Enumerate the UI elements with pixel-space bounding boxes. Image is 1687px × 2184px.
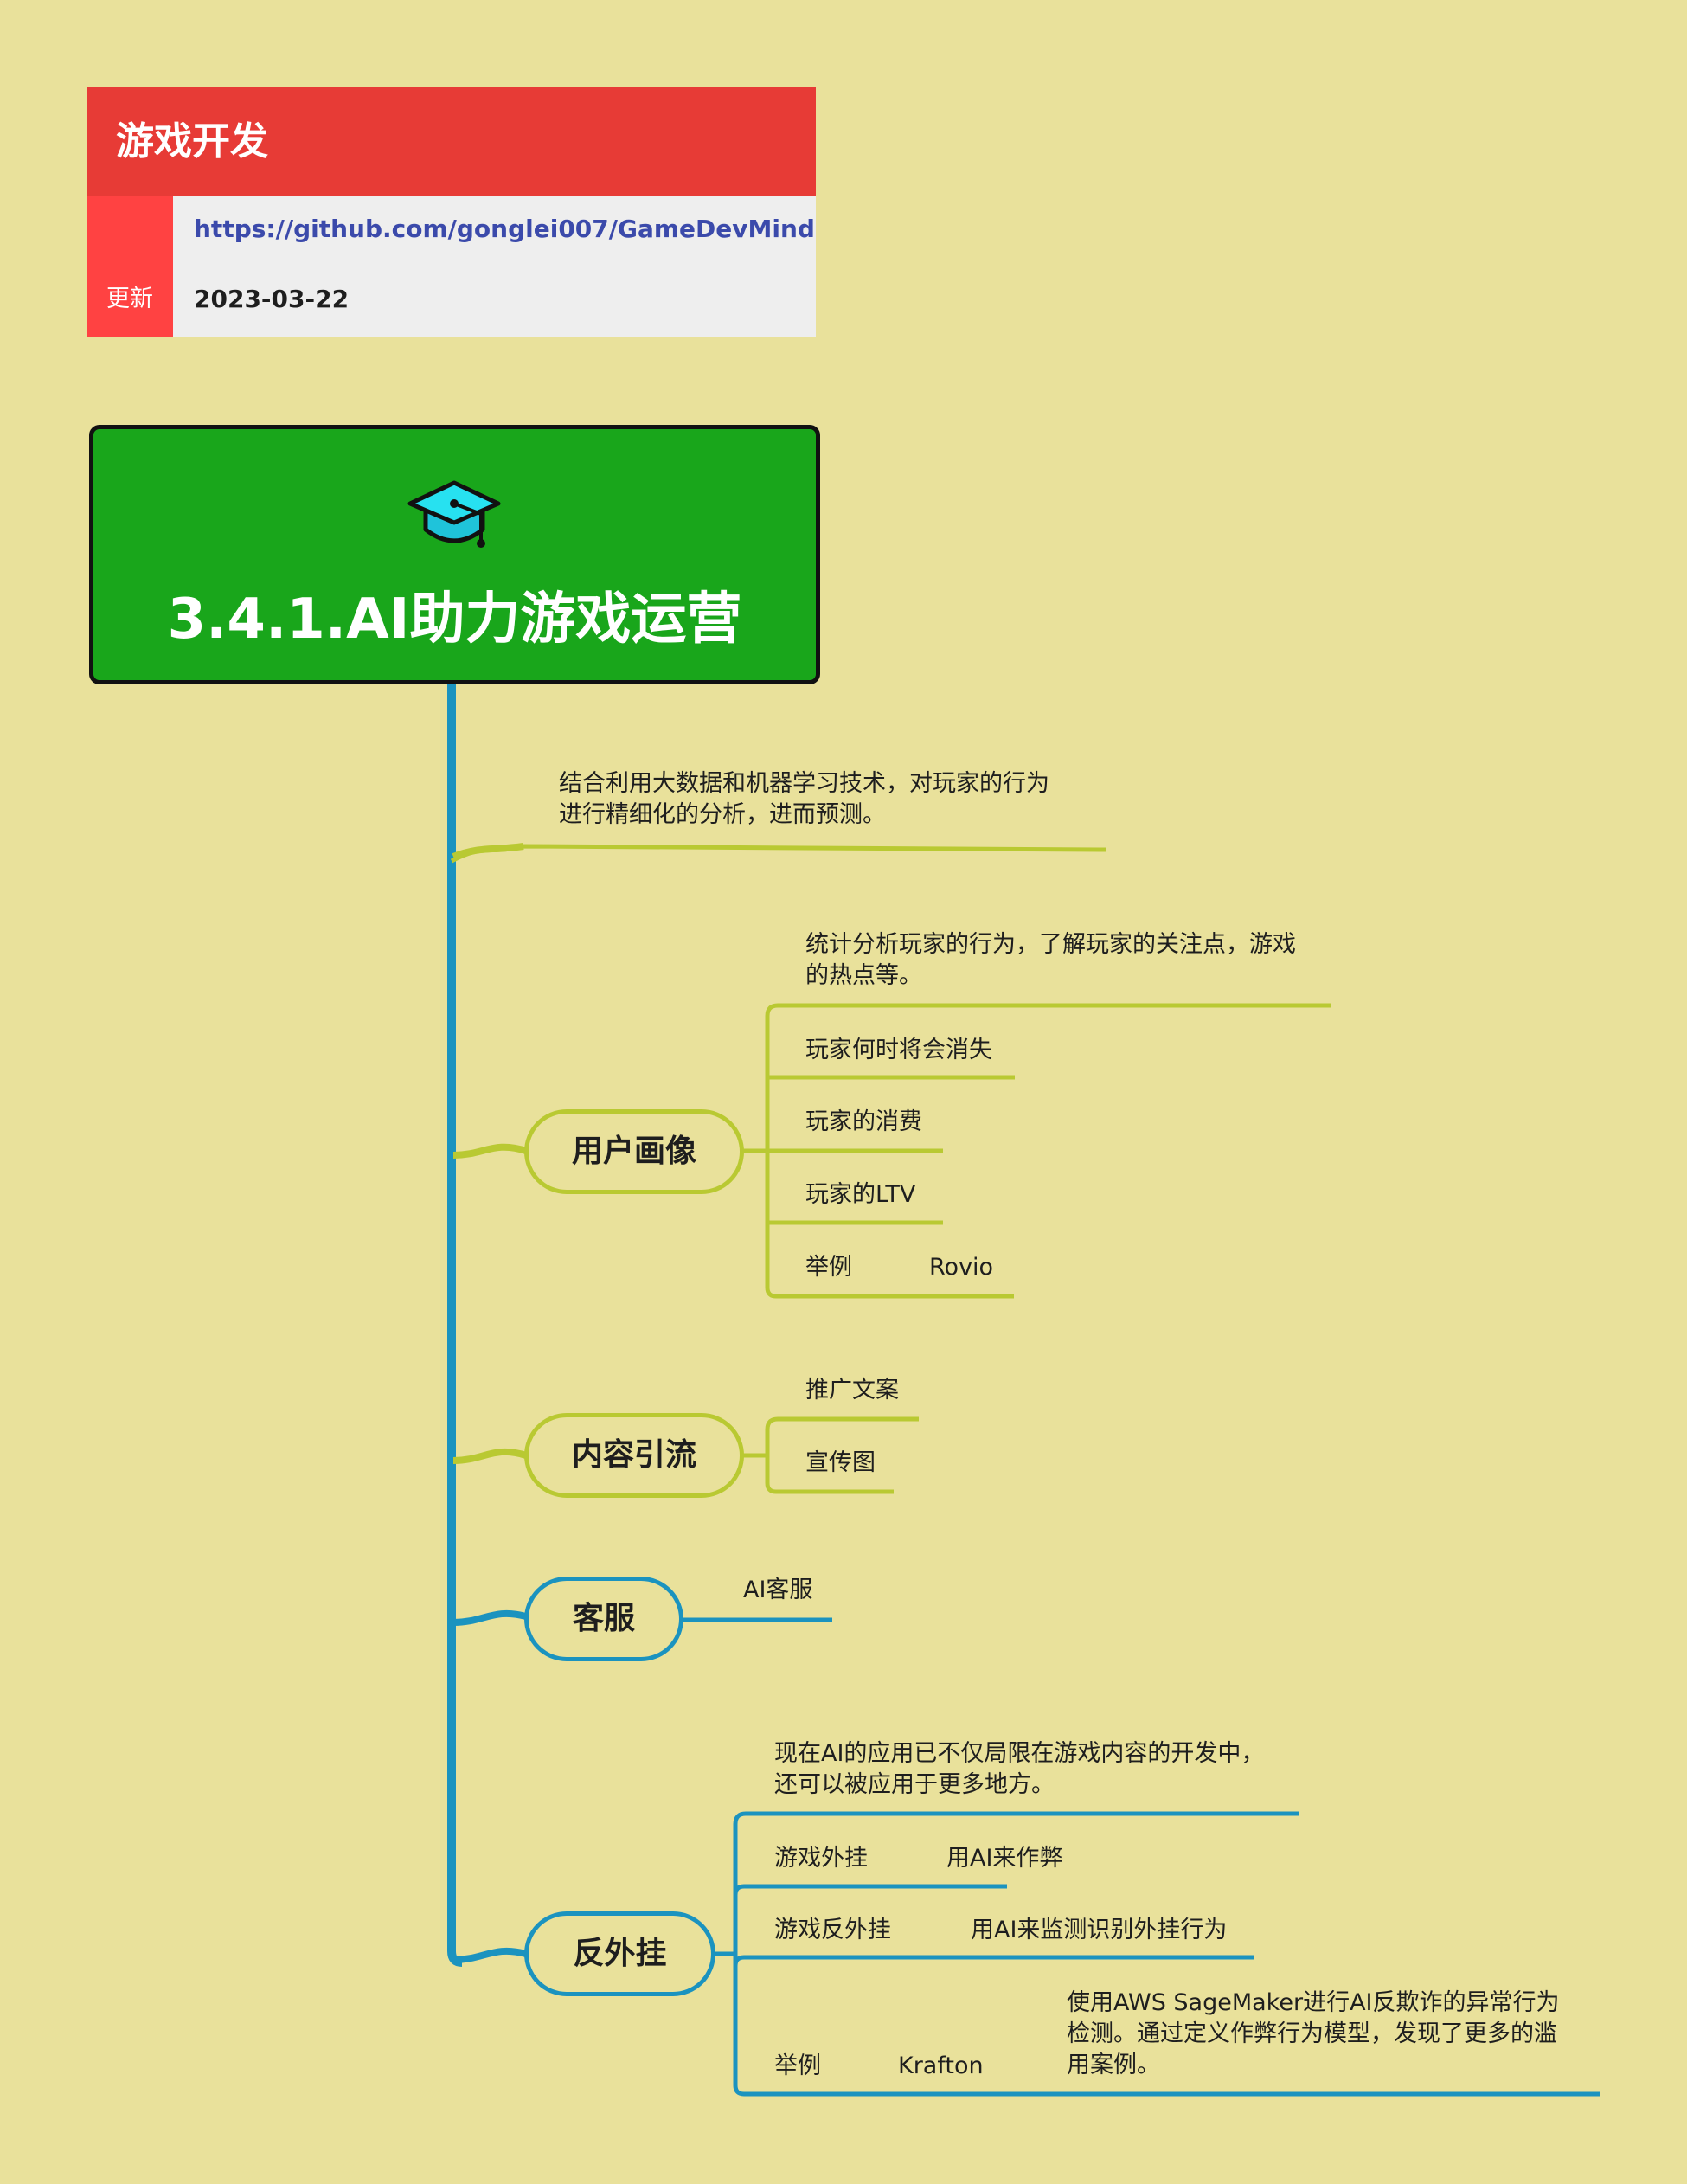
anticheat-note-2: 还可以被应用于更多地方。 xyxy=(774,1771,1055,1798)
branch-anticheat[interactable]: 反外挂 xyxy=(524,1911,715,1996)
anticheat-example-value[interactable]: Krafton xyxy=(898,2052,984,2079)
anticheat-example-note-1: 使用AWS SageMaker进行AI反欺诈的异常行为 xyxy=(1067,1989,1560,2016)
header-link[interactable]: https://github.com/gonglei007/GameDevMin… xyxy=(173,196,816,262)
header-update-label: 更新 xyxy=(87,262,173,337)
anticheat-example-label[interactable]: 举例 xyxy=(774,2052,821,2079)
anticheat-cheat-label[interactable]: 游戏外挂 xyxy=(774,1845,868,1872)
anticheat-example-note-2: 检测。通过定义作弊行为模型，发现了更多的滥 xyxy=(1067,2020,1557,2047)
anticheat-example-note-3: 用案例。 xyxy=(1067,2052,1160,2078)
user-profile-item[interactable]: 玩家的消费 xyxy=(805,1108,922,1135)
branch-user-profile[interactable]: 用户画像 xyxy=(524,1109,744,1194)
graduation-cap-icon xyxy=(407,480,501,548)
content-item[interactable]: 宣传图 xyxy=(805,1449,876,1476)
intro-line-2: 进行精细化的分析，进而预测。 xyxy=(559,801,886,828)
root-title: 3.4.1.AI助力游戏运营 xyxy=(167,588,742,652)
anticheat-anti-label[interactable]: 游戏反外挂 xyxy=(774,1917,891,1943)
header-title: 游戏开发 xyxy=(87,87,816,196)
anticheat-anti-value[interactable]: 用AI来监测识别外挂行为 xyxy=(971,1917,1228,1943)
user-profile-note-2: 的热点等。 xyxy=(805,962,922,989)
branch-service[interactable]: 客服 xyxy=(524,1577,683,1661)
root-node[interactable]: 3.4.1.AI助力游戏运营 xyxy=(89,425,820,684)
branch-content[interactable]: 内容引流 xyxy=(524,1413,744,1498)
user-profile-example-value[interactable]: Rovio xyxy=(929,1254,994,1281)
user-profile-item[interactable]: 玩家的LTV xyxy=(805,1181,916,1208)
user-profile-item[interactable]: 玩家何时将会消失 xyxy=(805,1037,992,1063)
user-profile-example-label[interactable]: 举例 xyxy=(805,1254,852,1281)
anticheat-note-1: 现在AI的应用已不仅局限在游戏内容的开发中， xyxy=(774,1740,1265,1767)
header-update-date: 2023-03-22 xyxy=(173,262,816,337)
intro-line-1: 结合利用大数据和机器学习技术，对玩家的行为 xyxy=(559,770,1049,797)
anticheat-cheat-value[interactable]: 用AI来作弊 xyxy=(946,1845,1063,1872)
user-profile-note-1: 统计分析玩家的行为，了解玩家的关注点，游戏 xyxy=(805,931,1296,958)
content-item[interactable]: 推广文案 xyxy=(805,1377,899,1404)
header-link-label xyxy=(87,196,173,262)
service-item[interactable]: AI客服 xyxy=(743,1577,813,1603)
